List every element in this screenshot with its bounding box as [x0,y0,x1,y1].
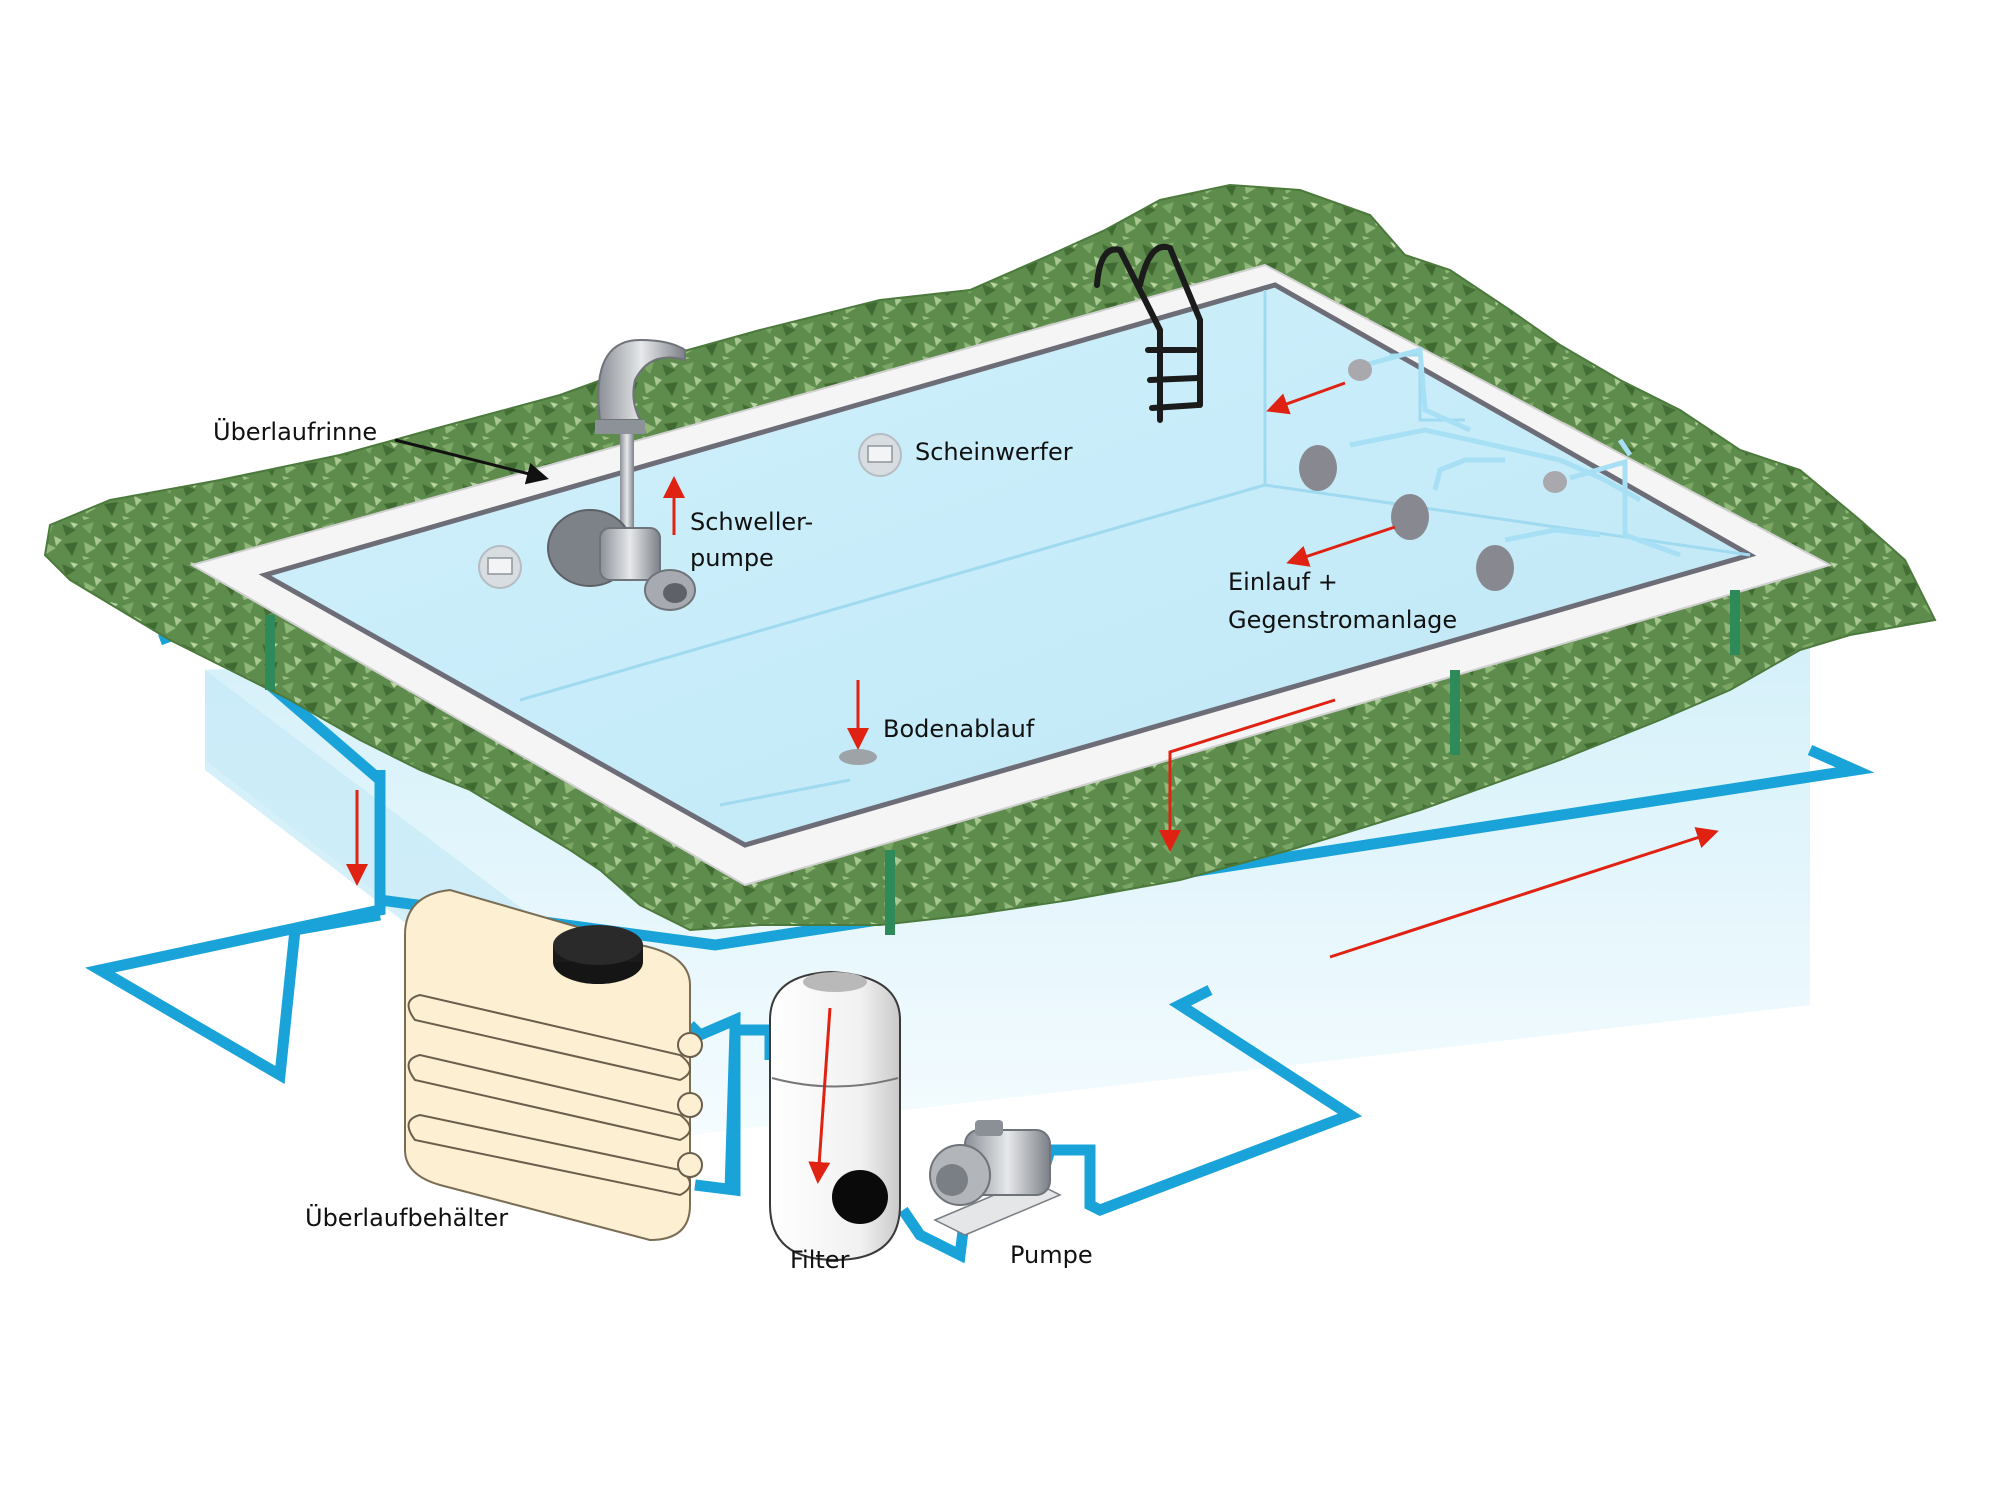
label-surge-pump-2: pumpe [690,544,774,572]
spotlight-icon [478,545,522,589]
jet-nozzle-icon [1299,359,1567,591]
label-overflow-gutter: Überlaufrinne [213,417,377,446]
flow-arrows [346,381,1719,1184]
spotlight-icon [858,433,902,477]
inlet-feeder-pipes [1349,346,1681,558]
diagram-labels: Überlaufrinne Scheinwerfer Schweller- pu… [213,417,1457,1274]
flow-arrow-filter [808,1007,832,1184]
flow-arrow-inlet-mid [1286,525,1396,567]
sand-filter-icon [769,970,901,1262]
flow-arrow-supply-line [1329,827,1719,959]
flow-arrow-gutter-return [1159,698,1336,852]
label-overflow-tank: Überlaufbehälter [305,1203,508,1232]
overflow-tank-icon [404,888,703,1242]
label-surge-pump-1: Schweller- [690,508,813,536]
label-inlet-2: Gegenstromanlage [1228,606,1457,634]
pool-interior-lines [519,290,1751,807]
label-pump: Pumpe [1010,1241,1093,1269]
label-inlet-1: Einlauf + [1228,568,1338,596]
label-filter: Filter [790,1246,850,1274]
surge-pump-icon [547,509,696,611]
gutter-risers [265,590,1740,935]
label-floor-drain: Bodenablauf [883,715,1035,743]
flow-arrow-inlet-top [1266,381,1346,415]
floor-drain-icon [839,749,877,765]
circulation-pump-icon [929,1120,1062,1236]
label-spotlight: Scheinwerfer [915,438,1073,466]
gutter-pointer-arrow [394,438,549,485]
pipe-network-front [84,770,1363,1264]
pool-ladder-icon [1094,243,1203,423]
